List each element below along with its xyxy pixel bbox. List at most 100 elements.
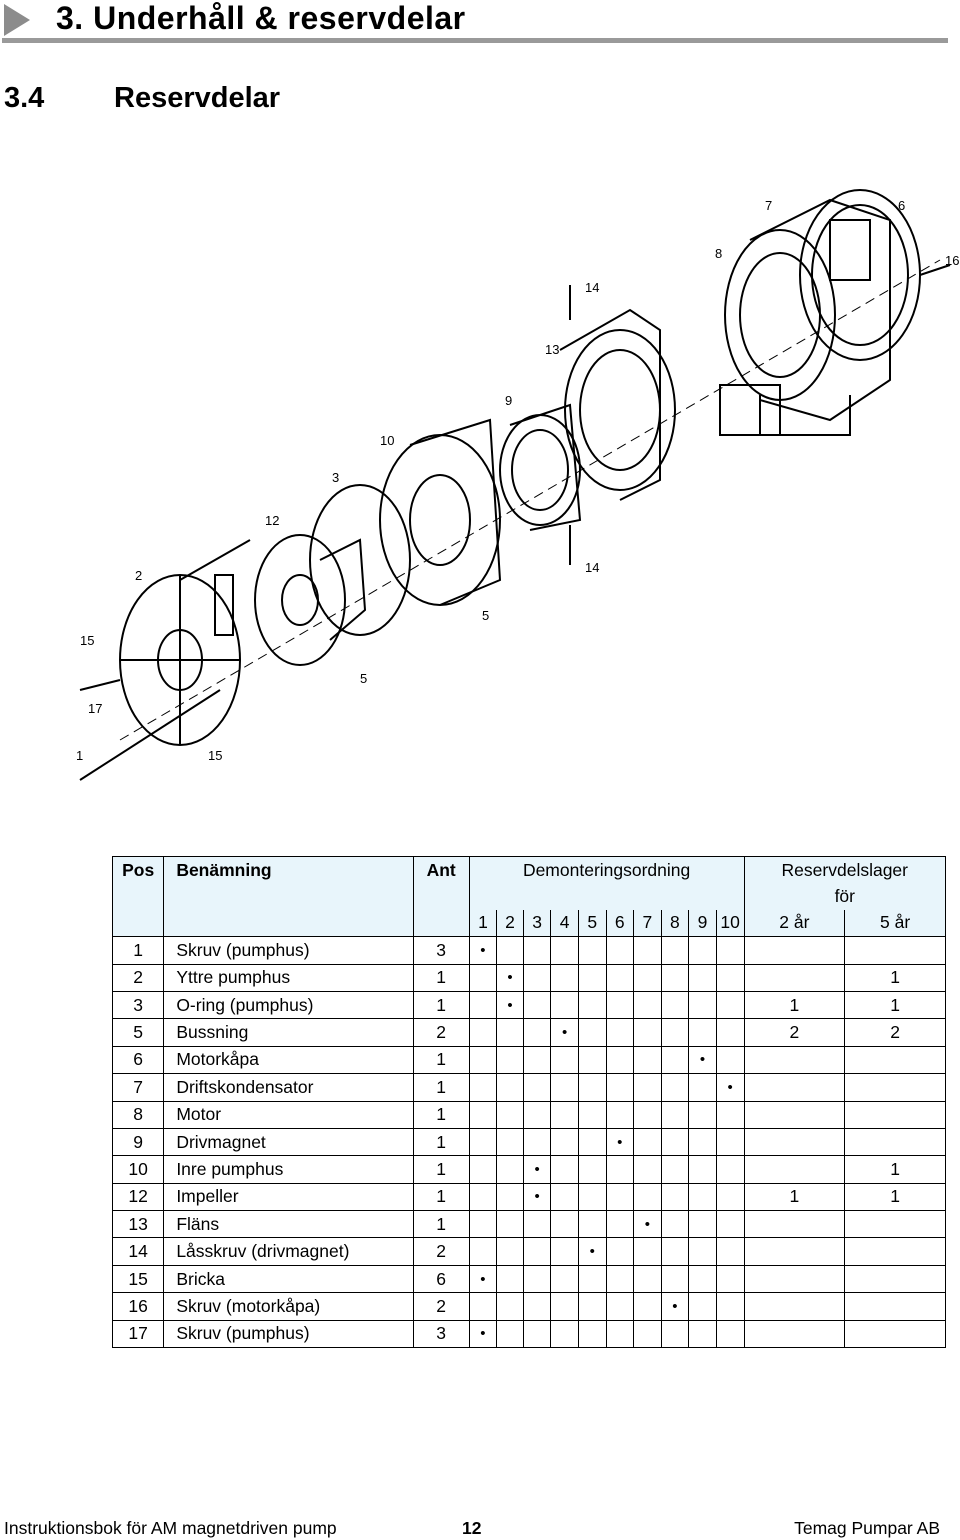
cell-step-8 — [660, 1100, 690, 1129]
cell-qty: 3 — [412, 936, 470, 965]
callout-label: 14 — [585, 560, 599, 575]
cell-qty: 2 — [412, 1237, 470, 1266]
cell-step-10 — [715, 1155, 745, 1184]
cell-spares-2yr: 1 — [743, 1182, 846, 1212]
cell-step-4 — [550, 1210, 579, 1239]
cell-step-7 — [633, 1073, 662, 1102]
cell-pos: 5 — [111, 1018, 165, 1047]
cell-step-3 — [522, 1018, 552, 1047]
order-dot-icon: • — [715, 1073, 745, 1102]
cell-step-2 — [496, 1127, 524, 1157]
cell-step-7 — [633, 1264, 662, 1294]
cell-step-4 — [550, 1045, 579, 1075]
callout-label: 3 — [332, 470, 339, 485]
cell-step-9 — [688, 990, 717, 1020]
cell-step-6 — [605, 936, 635, 965]
cell-spares-2yr — [743, 1155, 846, 1184]
col-qty-header: Ant — [412, 855, 470, 938]
table-header-row: Pos Benämning Ant Demonteringsordning Re… — [111, 855, 947, 938]
cell-step-2 — [496, 1210, 524, 1239]
col-step-header: 7 — [633, 909, 662, 938]
cell-pos: 13 — [111, 1210, 165, 1239]
cell-step-7 — [633, 1100, 662, 1129]
cell-spares-5yr — [844, 1045, 946, 1075]
cell-spares-2yr — [743, 1264, 846, 1294]
cell-name: Impeller — [163, 1182, 414, 1212]
cell-name: Fläns — [163, 1210, 414, 1239]
col-spares-header: Reservdelslager — [743, 856, 947, 884]
cell-step-3 — [522, 1264, 552, 1294]
cell-step-3 — [522, 1045, 552, 1075]
order-dot-icon: • — [468, 1319, 498, 1349]
cell-step-4 — [550, 963, 579, 992]
cell-step-10 — [715, 1045, 745, 1075]
order-dot-icon: • — [496, 990, 524, 1020]
cell-step-9 — [688, 1237, 717, 1266]
cell-pos: 6 — [111, 1045, 165, 1075]
callout-label: 15 — [80, 633, 94, 648]
cell-pos: 17 — [111, 1319, 165, 1349]
cell-step-6 — [605, 1018, 635, 1047]
cell-qty: 1 — [412, 1182, 470, 1212]
cell-step-8 — [660, 1127, 690, 1157]
cell-spares-2yr — [743, 963, 846, 992]
page-footer: Instruktionsbok för AM magnetdriven pump… — [0, 1516, 960, 1540]
cell-step-1 — [468, 1182, 498, 1212]
footer-document-title: Instruktionsbok för AM magnetdriven pump — [4, 1518, 337, 1538]
callout-label: 1 — [76, 748, 83, 763]
cell-spares-2yr — [743, 1045, 846, 1075]
cell-pos: 12 — [111, 1182, 165, 1212]
cell-step-6 — [605, 1237, 635, 1266]
callout-label: 10 — [380, 433, 394, 448]
cell-step-8 — [660, 1073, 690, 1102]
cell-step-7 — [633, 1292, 662, 1321]
cell-pos: 8 — [111, 1100, 165, 1129]
cell-pos: 15 — [111, 1264, 165, 1294]
cell-step-4 — [550, 1182, 579, 1212]
cell-spares-2yr — [743, 1073, 846, 1102]
cell-step-10 — [715, 1182, 745, 1212]
callout-label: 14 — [585, 280, 599, 295]
cell-step-10 — [715, 990, 745, 1020]
section-title: Reservdelar — [114, 82, 281, 114]
cell-spares-5yr — [844, 1210, 946, 1239]
col-step-header: 1 — [468, 909, 498, 938]
cell-step-9 — [688, 963, 717, 992]
header-arrow-icon — [4, 4, 30, 36]
cell-step-3 — [522, 963, 552, 992]
cell-spares-5yr: 1 — [844, 990, 946, 1020]
callout-label: 5 — [482, 608, 489, 623]
callout-label: 7 — [765, 198, 772, 213]
order-dot-icon: • — [522, 1182, 552, 1212]
cell-step-1 — [468, 1237, 498, 1266]
order-dot-icon: • — [660, 1292, 690, 1321]
cell-step-2 — [496, 1237, 524, 1266]
cell-step-8 — [660, 990, 690, 1020]
cell-step-3 — [522, 1210, 552, 1239]
cell-step-2 — [496, 1182, 524, 1212]
cell-step-4 — [550, 1292, 579, 1321]
cell-step-7 — [633, 1127, 662, 1157]
cell-step-2 — [496, 1045, 524, 1075]
cell-spares-5yr — [844, 1319, 946, 1349]
cell-pos: 7 — [111, 1073, 165, 1102]
callout-label: 2 — [135, 568, 142, 583]
col-year-header: 5 år — [844, 909, 946, 938]
cell-step-5 — [577, 1210, 607, 1239]
col-step-header: 5 — [577, 909, 607, 938]
cell-spares-5yr — [844, 1237, 946, 1266]
cell-step-4 — [550, 1100, 579, 1129]
cell-step-10 — [715, 963, 745, 992]
order-dot-icon: • — [522, 1155, 552, 1184]
cell-spares-2yr: 2 — [743, 1018, 846, 1047]
cell-step-3 — [522, 1292, 552, 1321]
col-spares-header-for: för — [743, 883, 947, 910]
cell-step-8 — [660, 1018, 690, 1047]
cell-step-8 — [660, 1210, 690, 1239]
